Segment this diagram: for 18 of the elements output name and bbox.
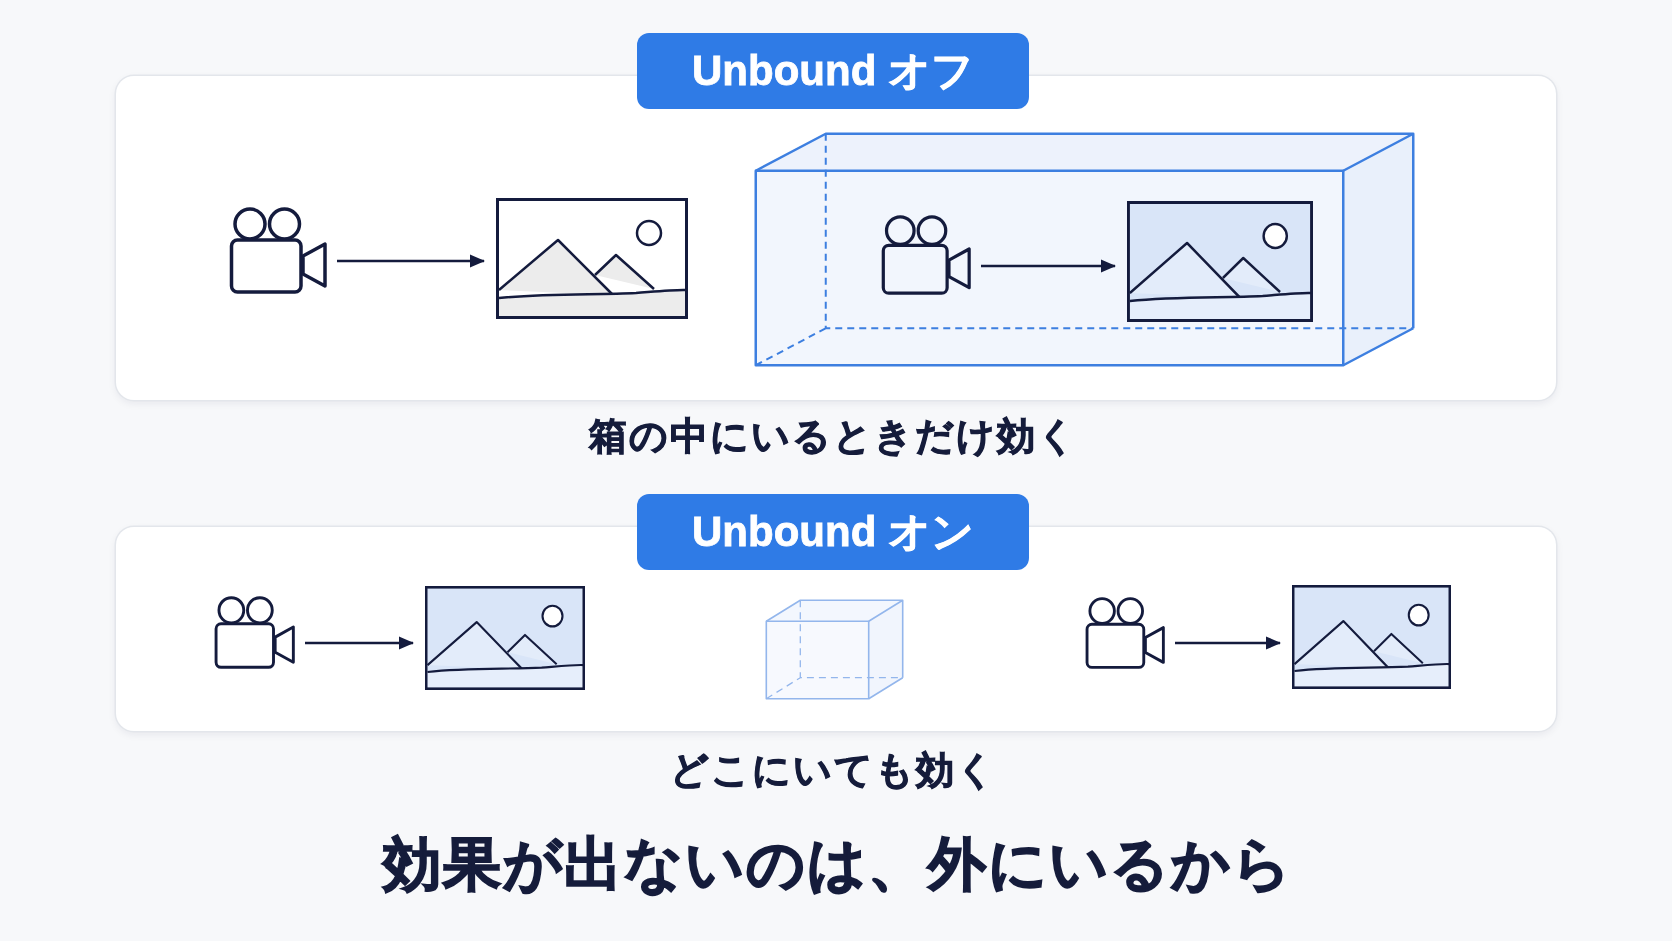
movie-camera-icon: [1085, 597, 1165, 669]
panel-caption: 箱の中にいるときだけ効く: [588, 414, 1078, 460]
arrow: [1175, 636, 1281, 650]
movie-camera-icon: [229, 207, 327, 294]
label-badge: Unbound オフ: [637, 33, 1029, 109]
image-icon: [1127, 201, 1313, 322]
arrow: [337, 254, 485, 268]
panel-caption: どこにいても効く: [669, 748, 997, 794]
image-icon: [496, 198, 688, 319]
image-icon: [1292, 585, 1451, 689]
caption-text: 効果が出ないのは、外にいるから: [383, 830, 1293, 900]
arrow: [981, 259, 1116, 273]
image-icon: [425, 586, 585, 690]
label-badge: Unbound オン: [637, 494, 1029, 570]
arrow: [305, 636, 414, 650]
movie-camera-icon: [214, 596, 295, 669]
cube-icon: [765, 599, 904, 700]
movie-camera-icon: [881, 215, 971, 295]
